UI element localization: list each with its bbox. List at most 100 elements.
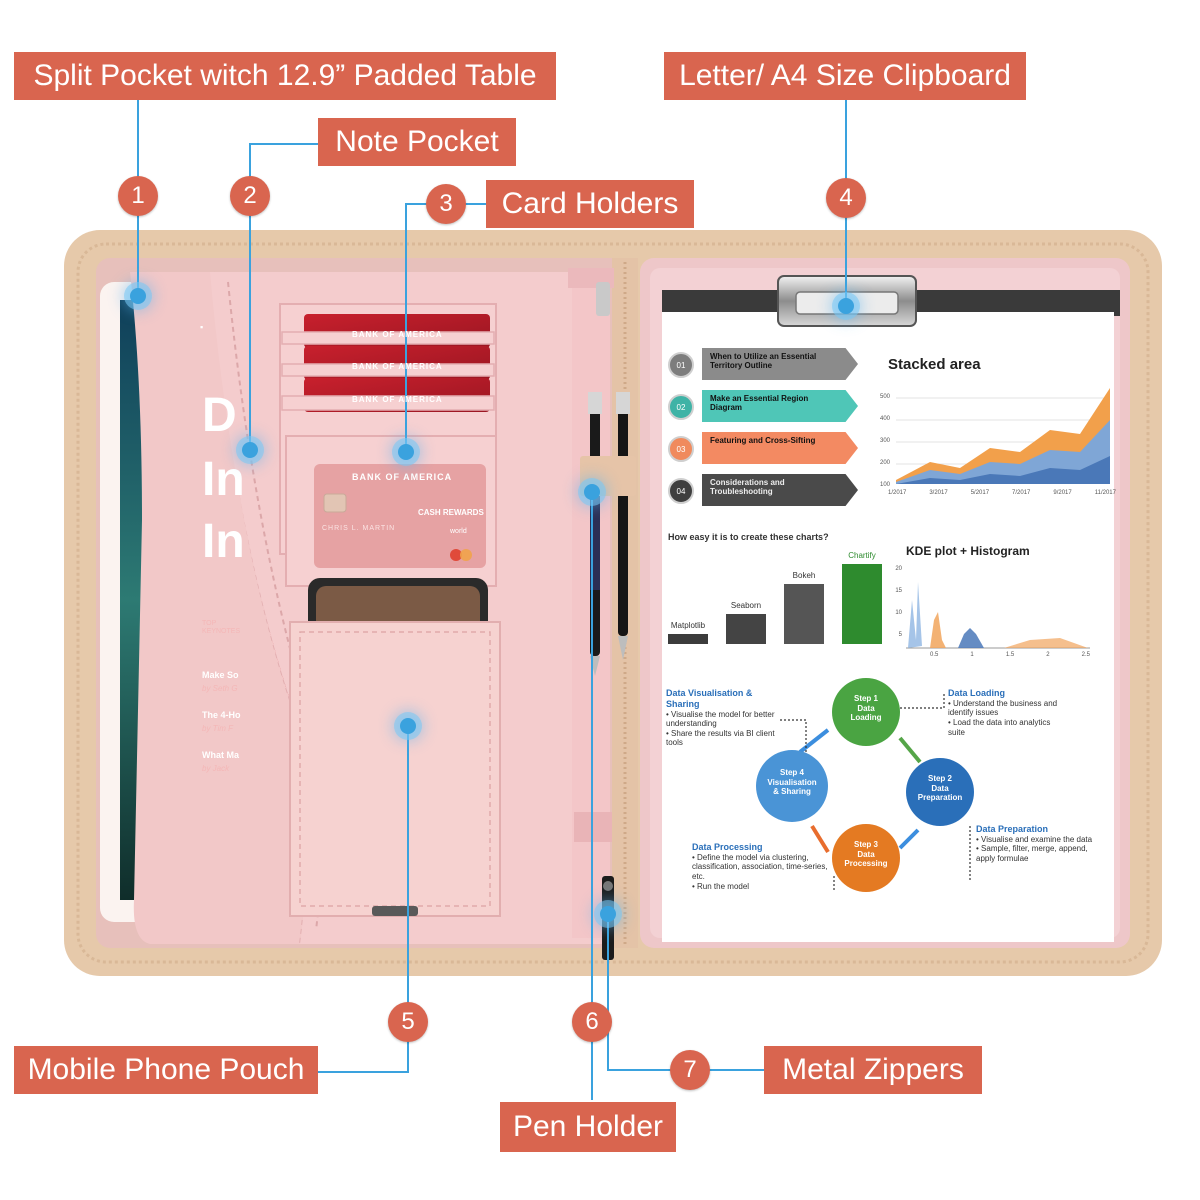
y-tick: 400 bbox=[879, 416, 890, 422]
card-3-bank: BANK OF AMERICA bbox=[352, 395, 443, 404]
book-top-label: TOP KEYNOTES bbox=[202, 620, 241, 635]
y-tick: 100 bbox=[879, 482, 890, 488]
x-tick: 11/2017 bbox=[1094, 490, 1116, 496]
step-number: 03 bbox=[668, 436, 694, 462]
marker-pen-holder bbox=[584, 484, 600, 500]
dv-item: • Share the results via BI client tools bbox=[666, 728, 775, 748]
dprep-item: • Sample, filter, merge, append, apply f… bbox=[976, 844, 1088, 863]
kde-chart bbox=[906, 582, 1090, 649]
x-tick: 1 bbox=[970, 652, 974, 658]
card-1-bank: BANK OF AMERICA bbox=[352, 330, 443, 339]
callout-label-pen-holder: Pen Holder bbox=[500, 1102, 676, 1152]
bar bbox=[842, 564, 882, 644]
y-tick: 300 bbox=[879, 438, 890, 444]
book-item-3-by: by Jack bbox=[202, 764, 230, 773]
book-item-1-by: by Seth G bbox=[202, 684, 238, 693]
x-tick: 7/2017 bbox=[1012, 490, 1031, 496]
callout-number-5: 5 bbox=[388, 1002, 428, 1042]
bar-chart: Matplotlib Seaborn Bokeh Chartify bbox=[668, 548, 888, 648]
dprep-item: • Visualise and examine the data bbox=[976, 834, 1093, 844]
phone-pouch bbox=[289, 621, 501, 917]
y-tick: 15 bbox=[895, 588, 902, 594]
callout-label-split-pocket: Split Pocket witch 12.9” Padded Table bbox=[14, 52, 556, 100]
card-2-bank: BANK OF AMERICA bbox=[352, 362, 443, 371]
dp-item: • Define the model via clustering, class… bbox=[692, 852, 828, 881]
stacked-area-chart bbox=[896, 388, 1110, 484]
cycle-step-2 bbox=[906, 758, 974, 826]
book-corner-text: ▪ bbox=[200, 322, 204, 332]
step-number: 04 bbox=[668, 478, 694, 504]
y-tick: 200 bbox=[879, 460, 890, 466]
bar-label: Bokeh bbox=[792, 571, 816, 580]
dl-item: • Understand the business and identify i… bbox=[948, 698, 1058, 718]
step-row: 02 Make an Essential Region Diagram bbox=[668, 390, 864, 422]
x-tick: 1.5 bbox=[1005, 652, 1015, 658]
callout-label-phone-pouch: Mobile Phone Pouch bbox=[14, 1046, 318, 1094]
bar-label: Matplotlib bbox=[670, 621, 706, 630]
cycle-arrows bbox=[798, 728, 922, 854]
step-row: 01 When to Utilize an Essential Territor… bbox=[668, 348, 864, 380]
marker-phone-pouch bbox=[400, 718, 416, 734]
book-title-3: In bbox=[202, 515, 245, 568]
bar-label: Seaborn bbox=[730, 601, 762, 610]
dv-title: Data Visualisation & Sharing bbox=[666, 688, 753, 709]
front-card-product: CASH REWARDS bbox=[418, 508, 484, 517]
y-tick: 500 bbox=[879, 394, 890, 400]
marker-split-pocket bbox=[130, 288, 146, 304]
y-tick: 5 bbox=[898, 632, 902, 638]
bar bbox=[726, 614, 766, 644]
callout-label-note-pocket: Note Pocket bbox=[318, 118, 516, 166]
x-tick: 2.5 bbox=[1081, 652, 1090, 658]
dp-item: • Run the model bbox=[692, 881, 750, 891]
front-card-holder: CHRIS L. MARTIN bbox=[322, 525, 396, 532]
x-tick: 0.5 bbox=[930, 652, 939, 658]
bar-chart-question: How easy it is to create these charts? bbox=[668, 532, 829, 542]
callout-number-2: 2 bbox=[230, 176, 270, 216]
front-card-network: world bbox=[450, 528, 467, 535]
bar bbox=[784, 584, 824, 644]
book-title-2: In bbox=[202, 453, 245, 506]
steps-list: 01 When to Utilize an Essential Territor… bbox=[668, 348, 864, 506]
x-tick: 2 bbox=[1046, 652, 1050, 658]
bar-label: Chartify bbox=[848, 551, 876, 560]
bar bbox=[668, 634, 708, 644]
callout-number-1: 1 bbox=[118, 176, 158, 216]
step-label: Make an Essential Region Diagram bbox=[702, 390, 858, 422]
step-number: 02 bbox=[668, 394, 694, 420]
kde-x-ticks: 0.5 1 1.5 2 2.5 bbox=[930, 652, 1090, 658]
callout-label-metal-zippers: Metal Zippers bbox=[764, 1046, 982, 1094]
callout-label-card-holders: Card Holders bbox=[486, 180, 694, 228]
cycle-step-3 bbox=[832, 824, 900, 892]
x-tick: 3/2017 bbox=[929, 490, 948, 496]
step-label: When to Utilize an Essential Territory O… bbox=[702, 348, 858, 380]
dv-block: Data Visualisation & Sharing • Visualise… bbox=[666, 688, 776, 748]
dl-item: • Load the data into analytics suite bbox=[948, 717, 1051, 737]
y-tick: 20 bbox=[895, 566, 902, 572]
callout-label-clipboard: Letter/ A4 Size Clipboard bbox=[664, 52, 1026, 100]
step-label: Considerations and Troubleshooting bbox=[702, 474, 858, 506]
y-tick: 10 bbox=[895, 610, 902, 616]
callout-number-4: 4 bbox=[826, 178, 866, 218]
front-card bbox=[314, 464, 486, 568]
dp-title: Data Processing bbox=[692, 842, 763, 852]
callout-number-6: 6 bbox=[572, 1002, 612, 1042]
callout-lines bbox=[137, 100, 847, 1100]
step-row: 03 Featuring and Cross-Sifting bbox=[668, 432, 864, 464]
marker-metal-zippers bbox=[600, 906, 616, 922]
marker-card-holders bbox=[398, 444, 414, 460]
book-item-1: Make So bbox=[202, 670, 239, 680]
dp-block: Data Processing • Define the model via c… bbox=[692, 842, 832, 891]
callout-number-7: 7 bbox=[670, 1050, 710, 1090]
dprep-block: Data Preparation • Visualise and examine… bbox=[976, 824, 1096, 864]
dl-block: Data Loading • Understand the business a… bbox=[948, 688, 1066, 737]
kde-y-ticks: 20 15 10 5 bbox=[890, 558, 902, 646]
stacked-area-y-ticks: 500 400 300 200 100 bbox=[870, 386, 890, 496]
step-label: Featuring and Cross-Sifting bbox=[702, 432, 858, 464]
book-title-1: D bbox=[202, 389, 237, 442]
x-tick: 1/2017 bbox=[888, 490, 907, 496]
step-row: 04 Considerations and Troubleshooting bbox=[668, 474, 864, 506]
marker-clipboard bbox=[838, 298, 854, 314]
